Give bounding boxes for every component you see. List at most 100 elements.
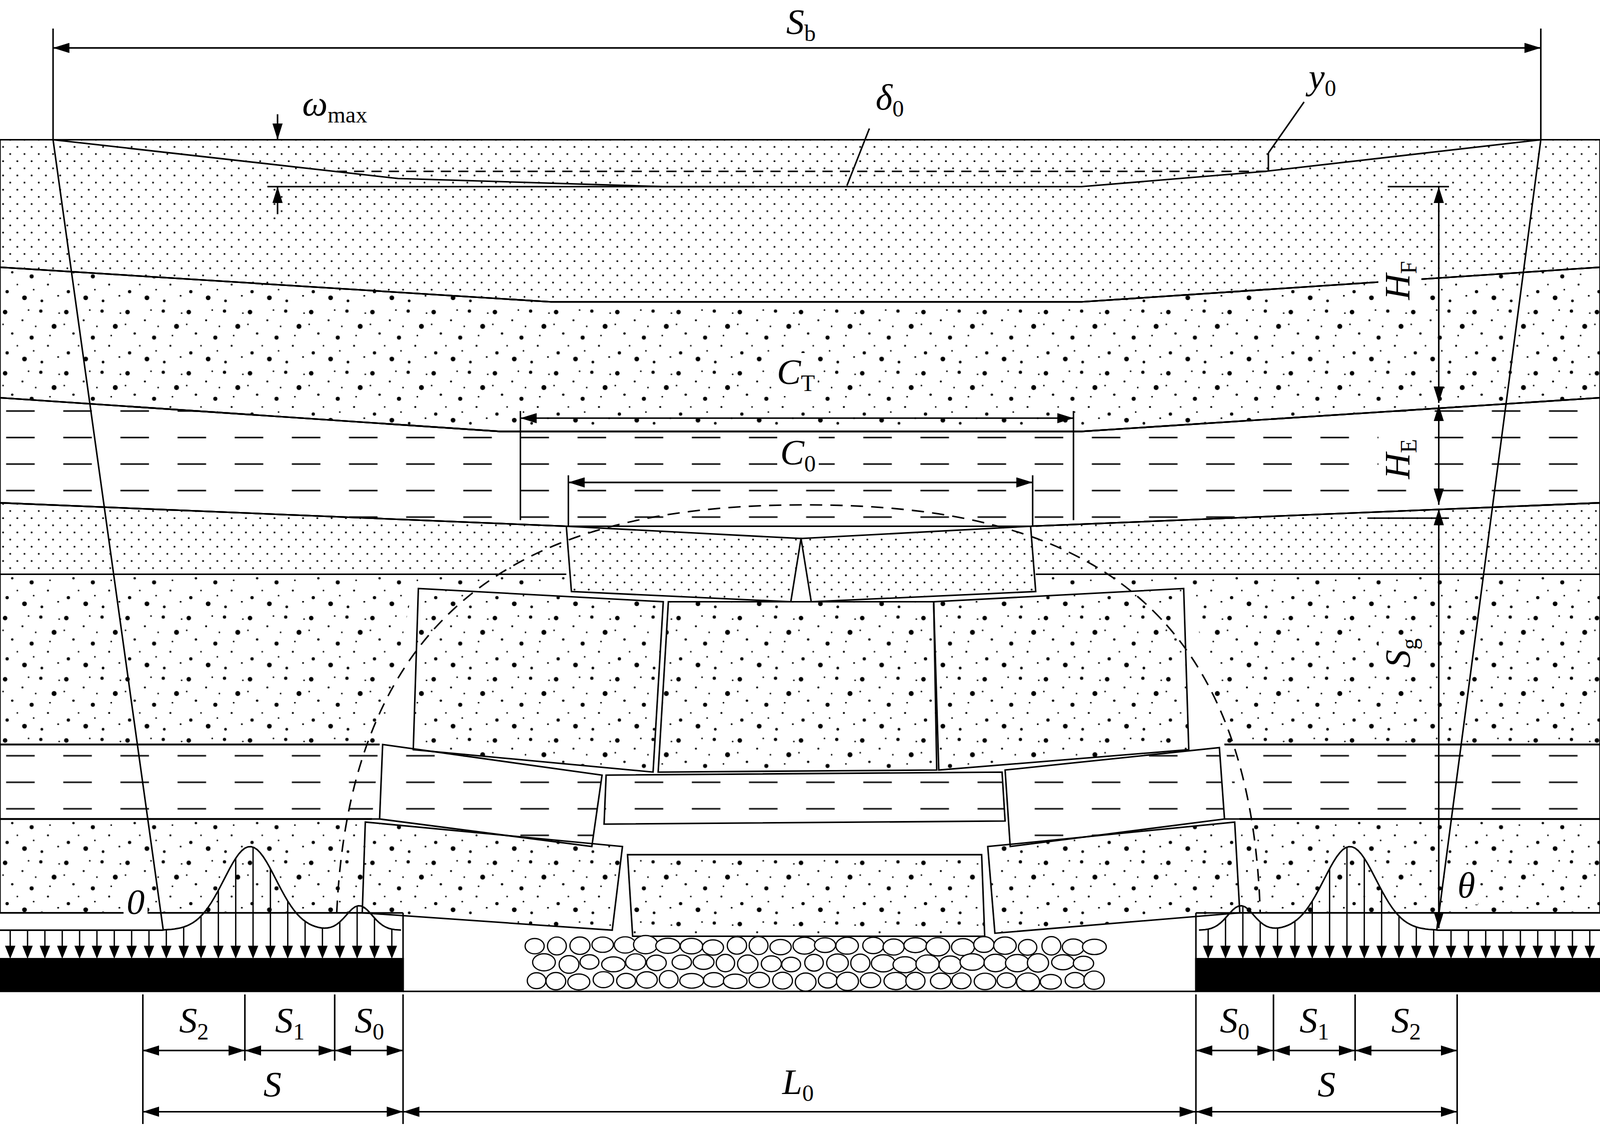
pressure-arrow	[183, 927, 185, 949]
layer-boundary	[0, 398, 1600, 432]
broken-block	[933, 588, 1189, 771]
pressure-arrowhead	[335, 946, 344, 957]
extension-line	[1539, 28, 1542, 140]
label-subscript: 0	[892, 96, 904, 122]
rubble-stone	[883, 939, 905, 956]
pressure-arrow	[252, 847, 255, 949]
leader-line	[846, 128, 870, 186]
rubble-stone	[1073, 956, 1094, 971]
pressure-arrowhead	[23, 946, 32, 957]
pressure-arrowhead	[1585, 946, 1594, 957]
dimension-label: S1	[1296, 1001, 1332, 1045]
label-subscript: T	[800, 370, 815, 397]
rubble-stone	[903, 938, 927, 954]
dimension-arrow	[520, 417, 1074, 420]
rubble-stone	[527, 973, 546, 990]
rubble-stone	[727, 936, 747, 955]
label-main: H	[1377, 274, 1418, 301]
dimension-arrow	[568, 481, 1033, 484]
rubble-stone	[826, 954, 849, 973]
rubble-stone	[737, 955, 759, 974]
rubble-stone	[862, 937, 884, 955]
pressure-arrowhead	[1377, 946, 1386, 957]
rubble-stone	[546, 972, 567, 991]
rubble-stone	[625, 954, 646, 971]
dimension-arrow	[276, 186, 279, 215]
dimension-arrow	[143, 1111, 404, 1113]
pressure-arrowhead	[249, 946, 258, 957]
abutment-pressure	[0, 846, 1600, 957]
dimension-label: δ0	[872, 78, 907, 122]
pressure-arrowhead	[1308, 946, 1317, 957]
rubble-stone	[951, 938, 975, 956]
rubble-stone	[593, 971, 614, 988]
pressure-arrowhead	[145, 946, 154, 957]
broken-block	[987, 822, 1240, 934]
dimension-label: CT	[773, 353, 818, 397]
pressure-arrow	[165, 929, 168, 949]
pressure-arrow	[269, 868, 272, 949]
pressure-arrow	[217, 890, 220, 949]
pressure-arrowhead	[353, 946, 362, 957]
dimension-arrow	[1195, 1050, 1274, 1052]
pressure-arrowhead	[1498, 946, 1507, 957]
pressure-arrowhead	[1238, 946, 1247, 957]
rubble-stone	[614, 937, 637, 954]
rubble-stone	[1062, 939, 1085, 956]
pressure-arrowhead	[1516, 946, 1525, 957]
rubble-stone	[973, 936, 995, 953]
rubble-stone	[636, 971, 658, 989]
dimension-label: S0	[1216, 1001, 1253, 1045]
label-main: S	[179, 1000, 198, 1041]
rubble-stone	[860, 972, 881, 988]
rubble-stone	[525, 938, 545, 955]
rubble-stone	[893, 957, 918, 974]
pressure-arrow	[304, 921, 307, 949]
layer-boundary	[0, 744, 380, 746]
dimension-arrow	[1195, 1111, 1457, 1113]
pressure-arrowhead	[58, 946, 67, 957]
pressure-arrowhead	[197, 946, 206, 957]
rubble-stone	[769, 939, 791, 955]
label-main: y	[1308, 57, 1325, 98]
pressure-arrowhead	[301, 946, 310, 957]
pressure-arrowhead	[1290, 946, 1299, 957]
label-subscript: 0	[1237, 1019, 1250, 1045]
rubble-stone	[915, 955, 939, 974]
rubble-stone	[569, 937, 590, 955]
pressure-arrowhead	[1464, 946, 1473, 957]
pressure-arrowhead	[1273, 946, 1282, 957]
pressure-arrowhead	[75, 946, 84, 957]
rubble	[525, 935, 1107, 992]
extension-line	[1387, 186, 1449, 188]
pressure-arrowhead	[1429, 946, 1438, 957]
extension-line	[519, 411, 522, 521]
dimension-label: ωmax	[299, 84, 371, 128]
layer-boundary	[0, 912, 404, 914]
dimension-arrow	[403, 1111, 1196, 1113]
layer-boundary	[1224, 744, 1600, 746]
floor-line	[403, 990, 1196, 993]
rubble-stone	[818, 973, 838, 989]
pressure-arrowhead	[1360, 946, 1369, 957]
dimension-arrow	[143, 1050, 246, 1052]
rubble-stone	[781, 957, 801, 972]
pressure-arrowhead	[127, 946, 136, 957]
rubble-stone	[559, 955, 580, 974]
broken-block	[658, 602, 937, 773]
dimension-label: S1	[272, 1001, 308, 1045]
dimension-label: Sg	[1378, 635, 1422, 671]
coal-seam	[0, 958, 404, 992]
rubble-stone	[716, 954, 735, 973]
pressure-arrowhead	[41, 946, 50, 957]
pressure-arrow	[1398, 916, 1400, 949]
label-subscript: 0	[372, 1019, 385, 1045]
rubble-stone	[680, 938, 703, 955]
broken-block	[604, 772, 1006, 825]
dimension-label: S2	[176, 1001, 212, 1045]
rubble-stone	[997, 973, 1017, 989]
pressure-arrow	[1259, 922, 1261, 949]
pressure-arrowhead	[1394, 946, 1403, 957]
